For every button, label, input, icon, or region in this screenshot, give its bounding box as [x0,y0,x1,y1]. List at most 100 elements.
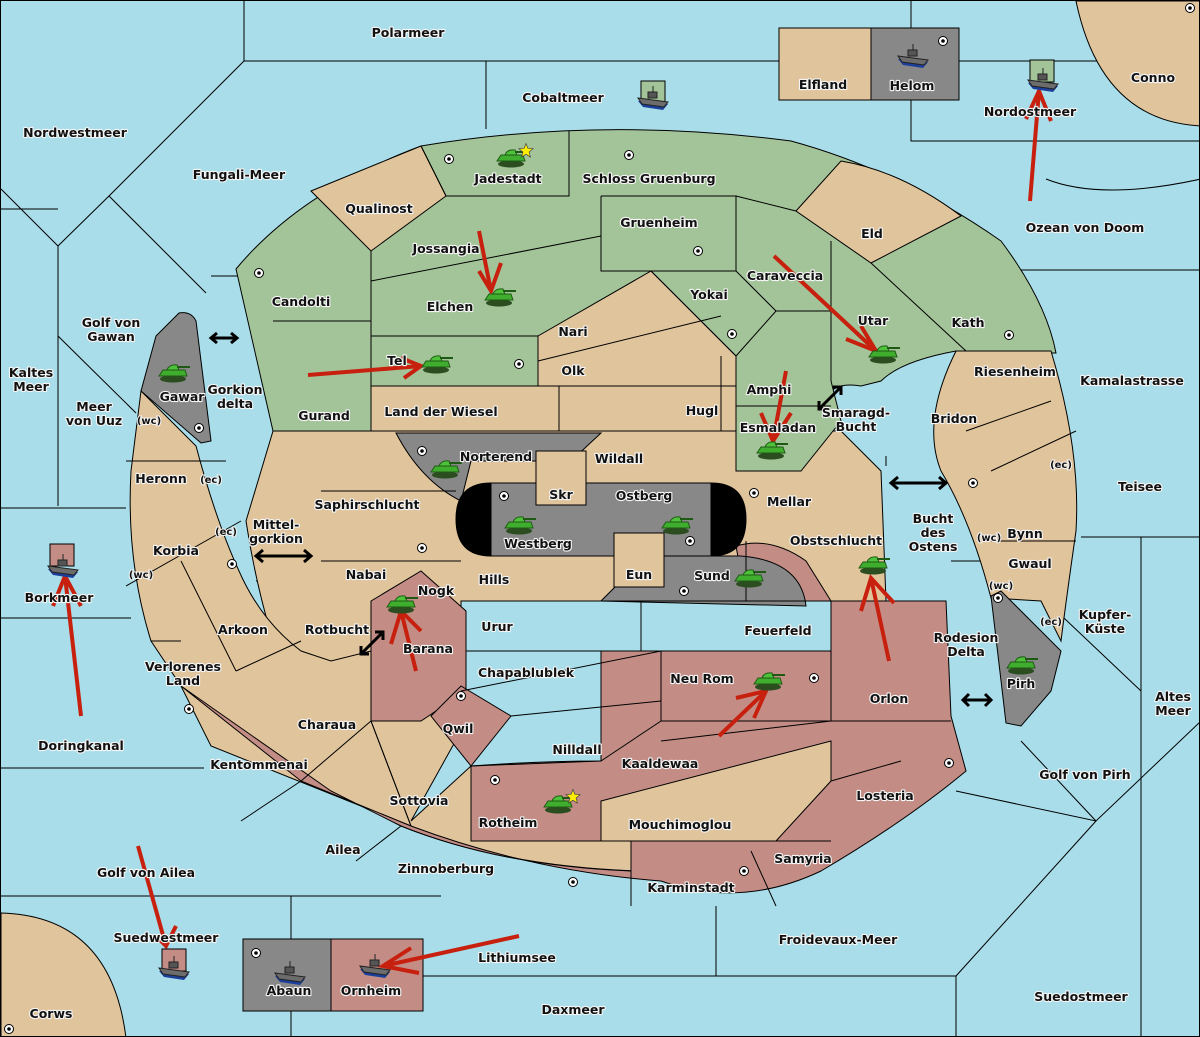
region-label-esmaladan[interactable]: Esmaladan [739,419,818,436]
army-unit-nogk[interactable] [386,595,418,614]
region-label-eld[interactable]: Eld [860,225,884,242]
region-label-mellar[interactable]: Mellar [766,493,813,510]
region-label-ornheim[interactable]: Ornheim [340,982,403,999]
region-label-feuerfeld[interactable]: Feuerfeld [743,622,812,639]
region-label-wildall[interactable]: Wildall [594,450,645,467]
army-unit-gawar[interactable] [158,364,190,383]
region-label-sund[interactable]: Sund [693,567,731,584]
region-label-karminstadt[interactable]: Karminstadt [646,879,735,896]
army-unit-utar[interactable] [868,345,900,364]
region-label-candolti[interactable]: Candolti [271,293,332,310]
region-label-gwaul[interactable]: Gwaul [1007,555,1053,572]
army-unit-norterend[interactable] [430,460,462,479]
region-label-qwil[interactable]: Qwil [442,720,475,737]
fleet-unit-cobaltmeer[interactable] [636,80,669,110]
region-label-nilldall[interactable]: Nilldall [551,741,602,758]
region-label-jadestadt[interactable]: Jadestadt [472,170,543,187]
region-label-elfland[interactable]: Elfland [798,76,849,93]
region-label-yokai[interactable]: Yokai [688,286,729,303]
region-label-borkmeer[interactable]: Borkmeer [24,589,96,606]
region-label-caraveccia[interactable]: Caraveccia [746,267,825,284]
fleet-unit-helom[interactable] [896,44,929,68]
region-label-ozean-von-doom[interactable]: Ozean von Doom [1025,219,1146,236]
region-label-tel[interactable]: Tel [386,352,408,369]
fleet-unit-borkmeer[interactable] [46,543,79,578]
region-label-kupfer-k-ste[interactable]: Kupfer-Küste [1078,606,1133,637]
region-label-riesenheim[interactable]: Riesenheim [973,363,1057,380]
region-label-kamalastrasse[interactable]: Kamalastrasse [1079,372,1185,389]
region-label-eun[interactable]: Eun [625,566,654,583]
region-label-neu-rom[interactable]: Neu Rom [669,670,735,687]
fleet-unit-nordostmeer[interactable] [1026,59,1059,92]
region-label-daxmeer[interactable]: Daxmeer [540,1001,606,1018]
region-label-rotheim[interactable]: Rotheim [477,814,538,831]
region-label-smaragd-bucht[interactable]: Smaragd-Bucht [821,404,891,435]
region-label-samyria[interactable]: Samyria [773,850,833,867]
fleet-unit-ornheim[interactable] [358,954,391,978]
army-unit-obstschlucht[interactable] [858,556,890,575]
region-label-sottovia[interactable]: Sottovia [388,792,449,809]
region-label-obstschlucht[interactable]: Obstschlucht [789,532,883,549]
region-label-hills[interactable]: Hills [478,571,511,588]
region-label-elchen[interactable]: Elchen [426,298,475,315]
region-label-lithiumsee[interactable]: Lithiumsee [477,949,557,966]
fleet-unit-abaun[interactable] [273,961,306,985]
region-label-chapablublek[interactable]: Chapablublek [477,664,576,681]
region-label-mittel-gorkion[interactable]: Mittel-gorkion [248,516,304,547]
region-label-amphi[interactable]: Amphi [745,381,792,398]
region-label-jossangia[interactable]: Jossangia [410,240,480,257]
region-label-schloss-gruenburg[interactable]: Schloss Gruenburg [581,170,716,187]
region-label-land-der-wiesel[interactable]: Land der Wiesel [383,403,498,420]
region-label-doringkanal[interactable]: Doringkanal [37,737,125,754]
army-unit-tel[interactable] [421,355,453,374]
army-unit-elchen[interactable] [484,288,516,307]
region-label-golf-von-ailea[interactable]: Golf von Ailea [96,864,196,881]
region-label-korbia[interactable]: Korbia [152,542,200,559]
region-label-gruenheim[interactable]: Gruenheim [619,214,699,231]
region-label-golf-von-pirh[interactable]: Golf von Pirh [1038,766,1132,783]
region-label-nordostmeer[interactable]: Nordostmeer [983,103,1078,120]
region-label-hugl[interactable]: Hugl [685,402,720,419]
region-label-charaua[interactable]: Charaua [297,716,358,733]
fleet-unit-suedwestmeer[interactable] [157,948,190,980]
region-label-orlon[interactable]: Orlon [869,690,910,707]
region-label-norterend[interactable]: Norterend [459,448,533,465]
region-label-suedwestmeer[interactable]: Suedwestmeer [112,929,220,946]
region-label-teisee[interactable]: Teisee [1117,478,1163,495]
region-label-nari[interactable]: Nari [557,323,589,340]
region-label-westberg[interactable]: Westberg [503,535,573,552]
region-label-olk[interactable]: Olk [560,362,586,379]
region-label-heronn[interactable]: Heronn [134,470,188,487]
region-label-arkoon[interactable]: Arkoon [217,621,269,638]
region-label-gawar[interactable]: Gawar [158,388,206,405]
army-unit-rotheim[interactable] [543,788,581,814]
region-label-rotbucht[interactable]: Rotbucht [304,621,371,638]
region-label-bridon[interactable]: Bridon [930,410,979,427]
region-label-ostberg[interactable]: Ostberg [615,487,674,504]
army-unit-westberg[interactable] [504,516,536,535]
region-label-kentommenai[interactable]: Kentommenai [209,756,309,773]
region-label-losteria[interactable]: Losteria [855,787,915,804]
region-label-helom[interactable]: Helom [888,77,935,94]
army-unit-pirh[interactable] [1006,656,1038,675]
region-label-saphirschlucht[interactable]: Saphirschlucht [313,496,420,513]
region-label-qualinost[interactable]: Qualinost [344,200,414,217]
region-label-pirh[interactable]: Pirh [1006,675,1037,692]
army-unit-esmaladan[interactable] [756,441,788,460]
army-unit-jadestadt[interactable] [496,142,534,168]
region-label-kath[interactable]: Kath [950,314,985,331]
region-label-froidevaux-meer[interactable]: Froidevaux-Meer [778,931,900,948]
region-label-ailea[interactable]: Ailea [324,841,361,858]
army-unit-neu-rom[interactable] [753,672,785,691]
region-label-suedostmeer[interactable]: Suedostmeer [1033,988,1130,1005]
region-label-corws[interactable]: Corws [28,1005,73,1022]
region-label-gurand[interactable]: Gurand [297,407,351,424]
region-label-mouchimoglou[interactable]: Mouchimoglou [627,816,732,833]
